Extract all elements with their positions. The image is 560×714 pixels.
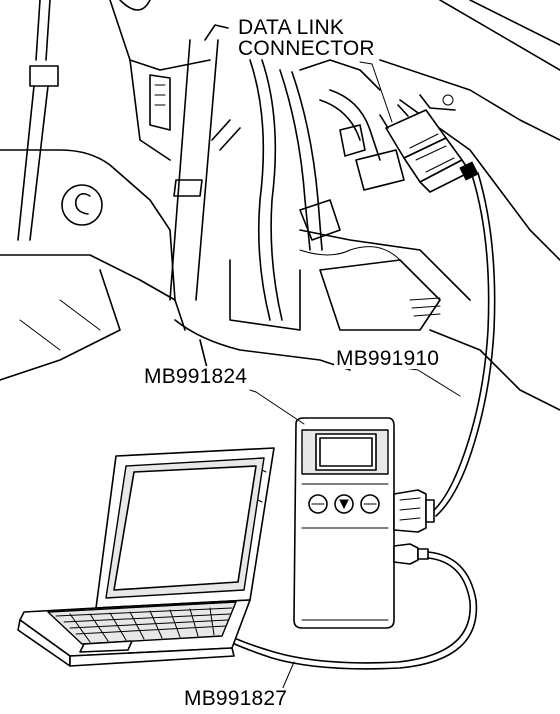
data-link-connector (299, 59, 479, 193)
data-link-connector-label-line1: DATA LINK (236, 16, 347, 39)
scan-tool-mb991824 (293, 417, 435, 629)
mb991910-leader (403, 367, 461, 397)
dashboard-structure (0, 0, 560, 411)
mb991827-leader (281, 661, 295, 691)
laptop (17, 447, 275, 667)
data-link-connector-leader (359, 61, 393, 123)
mb991910-label: MB991910 (334, 347, 442, 370)
mb991824-label: MB991824 (142, 365, 250, 388)
cable-mb991910 (431, 172, 496, 517)
data-link-connector-label-line2: CONNECTOR (236, 37, 377, 60)
mb991827-label: MB991827 (182, 687, 290, 710)
mb991824-leader (249, 389, 305, 425)
